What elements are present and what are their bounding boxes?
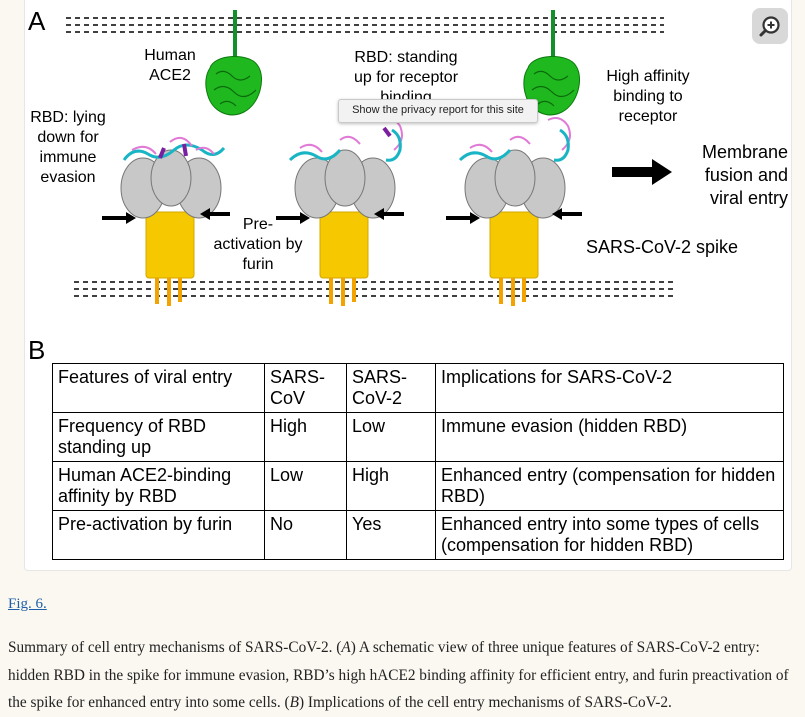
privacy-report-tooltip: Show the privacy report for this site [338,99,538,123]
zoom-in-icon [759,16,780,37]
spike-2 [276,117,404,306]
panel-a-letter: A [28,6,46,36]
table-header-cell: Implications for SARS-CoV-2 [435,363,784,413]
table-cell: Enhanced entry into some types of cells … [435,510,784,560]
table-header-cell: Features of viral entry [52,363,265,413]
label-membrane-fusion: Membrane fusion and viral entry [701,142,788,208]
figure-caption: Summary of cell entry mechanisms of SARS… [8,639,789,711]
implications-table: Features of viral entry SARS-CoV SARS-Co… [52,363,784,560]
table-header-cell: SARS-CoV [264,363,347,413]
table-cell: High [264,412,347,462]
table-header-row: Features of viral entry SARS-CoV SARS-Co… [52,363,784,413]
top-membrane [66,17,664,33]
ace2-receptor-1 [205,10,262,116]
table-cell: Pre-activation by furin [52,510,265,560]
table-header-cell: SARS-CoV-2 [346,363,436,413]
panel-b-letter: B [28,335,46,365]
label-spike: SARS-CoV-2 spike [586,237,739,257]
table-cell: Human ACE2-binding affinity by RBD [52,461,265,511]
table-cell: Yes [346,510,436,560]
label-high-affinity: High affinity binding to receptor [606,68,690,125]
table-row: Frequency of RBD standing up High Low Im… [52,412,784,462]
table-row: Pre-activation by furin No Yes Enhanced … [52,510,784,560]
spike-3 [446,117,582,306]
figure-link[interactable]: Fig. 6. [8,596,47,612]
table-row: Human ACE2-binding affinity by RBD Low H… [52,461,784,511]
label-human-ace2: Human ACE2 [144,47,196,84]
label-rbd-lying: RBD: lying down for immune evasion [30,109,106,186]
label-preactivation: Pre- activation by furin [213,216,303,273]
table-cell: Low [346,412,436,462]
zoom-button[interactable] [752,8,788,44]
table-cell: Low [264,461,347,511]
spike-1 [102,136,230,306]
schematic-illustration [66,10,676,306]
table-cell: No [264,510,347,560]
table-cell: Frequency of RBD standing up [52,412,265,462]
bottom-membrane [74,281,676,297]
table-cell: Immune evasion (hidden RBD) [435,412,784,462]
table-cell: High [346,461,436,511]
entry-arrow [612,159,672,185]
table-cell: Enhanced entry (compensation for hidden … [435,461,784,511]
